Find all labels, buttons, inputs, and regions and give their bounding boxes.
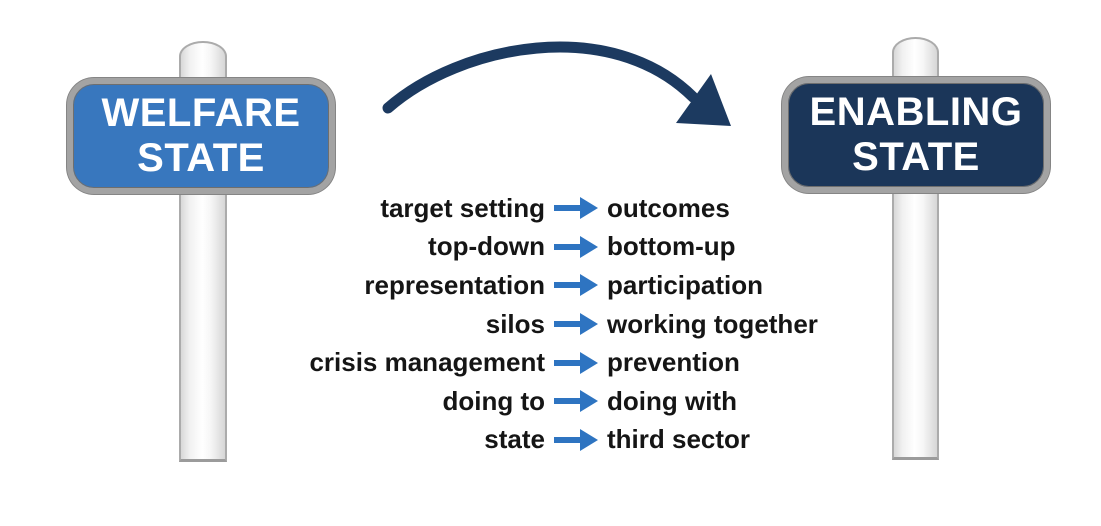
transition-to-label: participation (607, 269, 764, 300)
transition-row: top-down bottom-up (283, 228, 818, 267)
right-arrow-icon (545, 313, 607, 336)
transition-from-label: representation (364, 269, 545, 300)
transition-row: representation participation (283, 266, 818, 305)
transition-to-label: working together (607, 308, 818, 339)
transition-from-label: target setting (380, 192, 545, 223)
transition-row: doing to doing with (283, 382, 818, 421)
welfare-sign-line1: WELFARE (101, 91, 301, 135)
transition-list: target setting outcomes top-down bottom-… (283, 189, 818, 460)
right-arrow-icon (545, 428, 607, 451)
transition-from-label: crisis management (309, 347, 545, 378)
transition-row: state third sector (283, 421, 818, 460)
enabling-sign-line1: ENABLING (809, 90, 1023, 134)
transition-row: target setting outcomes (283, 189, 818, 228)
transition-to-label: prevention (607, 347, 740, 378)
transition-to-label: outcomes (607, 192, 730, 223)
right-arrow-icon (545, 197, 607, 220)
transition-row: silos working together (283, 305, 818, 344)
transition-from-label: top-down (428, 231, 545, 262)
right-arrow-icon (545, 390, 607, 413)
transition-from-label: silos (485, 308, 545, 339)
transition-from-label: doing to (442, 385, 545, 416)
transition-to-label: bottom-up (607, 231, 736, 262)
welfare-sign-line2: STATE (137, 136, 265, 180)
curved-transition-arrow-icon (382, 41, 731, 126)
right-arrow-icon (545, 351, 607, 374)
transition-to-label: doing with (607, 385, 737, 416)
right-arrow-icon (545, 274, 607, 297)
welfare-state-sign: WELFARE STATE (67, 78, 335, 194)
transition-row: crisis management prevention (283, 343, 818, 382)
right-arrow-icon (545, 235, 607, 258)
transition-to-label: third sector (607, 424, 751, 455)
transition-from-label: state (484, 424, 545, 455)
enabling-state-sign: ENABLING STATE (782, 77, 1050, 193)
enabling-sign-line2: STATE (852, 135, 980, 179)
